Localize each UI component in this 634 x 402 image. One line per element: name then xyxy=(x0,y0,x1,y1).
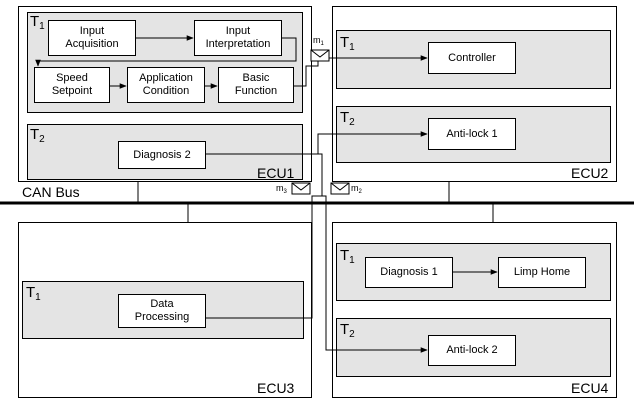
runnable-input-interpretation: Input Interpretation xyxy=(194,20,282,56)
ecu1-task-t1-label: T1 xyxy=(30,13,45,32)
runnable-basic-function: Basic Function xyxy=(218,67,294,103)
message-m1-envelope-icon xyxy=(310,49,330,62)
message-m2-label: m2 xyxy=(351,183,362,196)
signal-m2-diagnosis2-down xyxy=(314,153,323,196)
signal-diagnosis2-to-antilock1 xyxy=(206,131,428,155)
runnable-data-processing: Data Processing xyxy=(118,294,206,328)
ecu4-task-t2-label: T2 xyxy=(340,321,355,340)
runnable-limp-home: Limp Home xyxy=(498,257,586,288)
message-m3-envelope-icon xyxy=(291,182,311,195)
runnable-diagnosis-1: Diagnosis 1 xyxy=(365,257,453,288)
ecu4-task-t1-label: T1 xyxy=(340,247,355,266)
signal-m3-dataprocessing-to-antilock2 xyxy=(206,195,428,353)
runnable-anti-lock-2: Anti-lock 2 xyxy=(428,335,516,366)
arrow-interpretation-to-speed-setpoint xyxy=(35,37,297,67)
runnable-controller: Controller xyxy=(428,42,516,74)
signal-m1-basic-to-controller xyxy=(294,55,428,87)
ecu2-task-t1-label: T1 xyxy=(340,34,355,53)
runnable-diagnosis-2: Diagnosis 2 xyxy=(118,141,206,169)
ecu3-task-t1-label: T1 xyxy=(26,284,41,303)
ecu3-label: ECU3 xyxy=(257,380,295,396)
ecu2-task-t2-label: T2 xyxy=(340,109,355,128)
runnable-speed-setpoint: Speed Setpoint xyxy=(34,67,110,103)
ecu4-label: ECU4 xyxy=(571,380,609,396)
runnable-input-acquisition: Input Acquisition xyxy=(48,20,136,56)
ecu1-task-t2-label: T2 xyxy=(30,126,45,145)
message-m2-envelope-icon xyxy=(330,182,350,195)
can-bus-label: CAN Bus xyxy=(22,184,80,200)
runnable-anti-lock-1: Anti-lock 1 xyxy=(428,118,516,150)
message-m3-label: m3 xyxy=(276,183,287,196)
message-m1-label: m1 xyxy=(313,35,324,48)
ecu2-label: ECU2 xyxy=(571,165,609,181)
ecu1-label: ECU1 xyxy=(257,165,295,181)
runnable-application-condition: Application Condition xyxy=(127,67,205,103)
